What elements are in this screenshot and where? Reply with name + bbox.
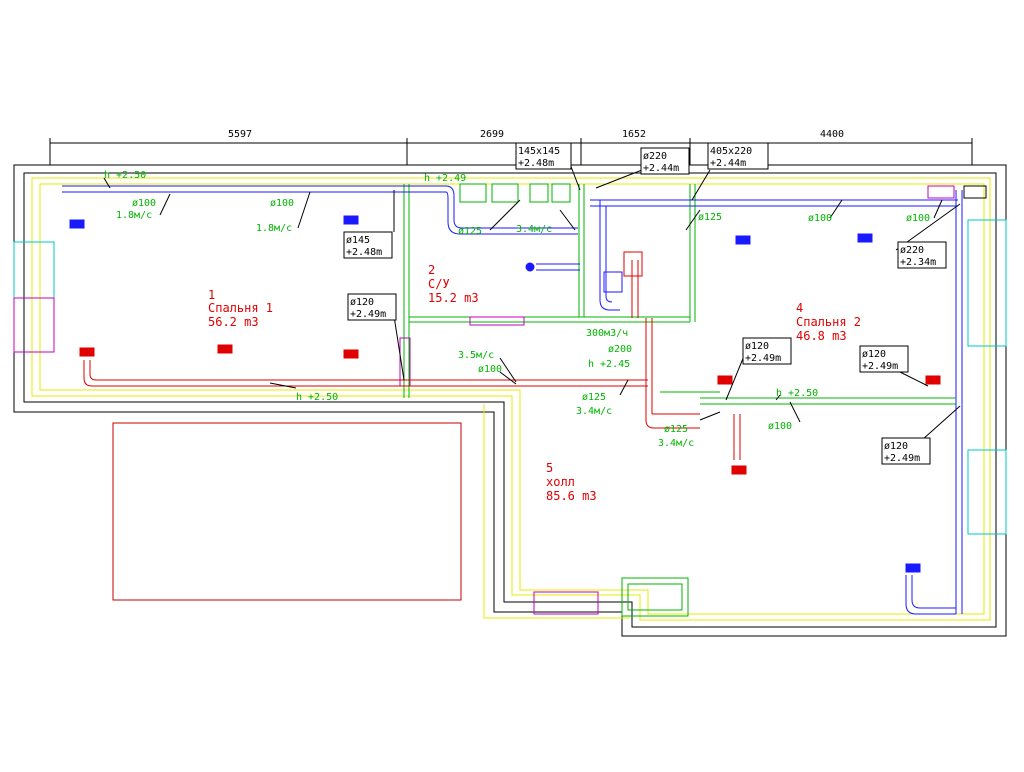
box-1-line-2: +2.48m	[518, 158, 554, 169]
duct-label: 3.4м/с	[576, 406, 612, 417]
room-4-volume: 46.8 m3	[796, 329, 847, 343]
duct-label: 1.8м/с	[116, 210, 152, 221]
box-5-line-2: +2.49m	[350, 309, 386, 320]
duct-label: h +2.50	[104, 170, 146, 181]
box-5-line-1: ø120	[350, 297, 374, 308]
room-1-name: Спальня 1	[208, 301, 273, 315]
leader-lines	[103, 163, 961, 441]
duct-label: ø100	[808, 213, 832, 224]
box-8-line-1: ø120	[862, 349, 886, 360]
room-1-number: 1	[208, 288, 215, 302]
furniture-outline	[112, 422, 462, 601]
supply-ducts	[62, 185, 963, 615]
air-handling-unit	[603, 185, 987, 293]
box-2-line-2: +2.44m	[643, 163, 679, 174]
dimension-2: 2699	[480, 129, 504, 140]
duct-label: 3.4м/с	[516, 224, 552, 235]
duct-label: ø125	[458, 226, 482, 237]
supply-diffusers	[69, 215, 921, 573]
room-2-number: 2	[428, 263, 435, 277]
duct-label: h +2.50	[296, 392, 338, 403]
duct-label: ø125	[582, 392, 606, 403]
duct-label: h +2.50	[776, 388, 818, 399]
room-2-volume: 15.2 m3	[428, 291, 479, 305]
room-labels: 1 Спальня 1 56.2 m3 2 С/У 15.2 m3 4 Спал…	[208, 263, 861, 503]
box-8-line-2: +2.49m	[862, 361, 898, 372]
duct-label: h +2.49	[424, 173, 466, 184]
duct-label: 3.4м/с	[658, 438, 694, 449]
box-9-line-2: +2.49m	[884, 453, 920, 464]
box-4-line-2: +2.48m	[346, 247, 382, 258]
exhaust-ducts	[83, 260, 741, 460]
duct-labels: h +2.50 ø100 1.8м/с ø100 1.8м/с h +2.49 …	[104, 170, 930, 449]
duct-label: h +2.45	[588, 359, 630, 370]
doors	[13, 297, 599, 615]
room-4-name: Спальня 2	[796, 315, 861, 329]
box-9-line-1: ø120	[884, 441, 908, 452]
duct-label: ø125	[664, 424, 688, 435]
box-6-line-1: ø220	[900, 245, 924, 256]
box-1-line-1: 145x145	[518, 146, 560, 157]
duct-label: 300м3/ч	[586, 328, 628, 339]
duct-label: ø100	[478, 364, 502, 375]
duct-label: ø125	[698, 212, 722, 223]
box-3-line-2: +2.44m	[710, 158, 746, 169]
box-3-line-1: 405x220	[710, 146, 752, 157]
duct-label: ø100	[906, 213, 930, 224]
dimension-1: 5597	[228, 129, 252, 140]
room-2-name: С/У	[428, 277, 450, 291]
box-6-line-2: +2.34m	[900, 257, 936, 268]
room-4-number: 4	[796, 301, 803, 315]
duct-label: ø100	[768, 421, 792, 432]
boxed-label-group	[343, 142, 947, 465]
box-7-line-2: +2.49m	[745, 353, 781, 364]
partitions	[403, 184, 696, 617]
room-1-volume: 56.2 m3	[208, 315, 259, 329]
dimension-4: 4400	[820, 129, 844, 140]
dimension-line	[49, 138, 973, 165]
exhaust-ducts-green	[660, 391, 956, 405]
box-4-line-1: ø145	[346, 235, 370, 246]
duct-label: 3.5м/с	[458, 350, 494, 361]
box-2-line-1: ø220	[643, 151, 667, 162]
insulation-lines	[31, 177, 991, 621]
room-5-name: холл	[546, 475, 575, 489]
room-5-number: 5	[546, 461, 553, 475]
dimension-3: 1652	[622, 129, 646, 140]
boxed-label-texts: 145x145 +2.48m ø220 +2.44m 405x220 +2.44…	[346, 146, 936, 464]
duct-label: 1.8м/с	[256, 223, 292, 234]
duct-label: ø100	[132, 198, 156, 209]
duct-label: ø200	[608, 344, 632, 355]
vent-grilles-top	[459, 183, 571, 203]
windows	[13, 219, 1007, 535]
exhaust-diffusers	[79, 344, 941, 475]
duct-label: ø100	[270, 198, 294, 209]
walls	[13, 164, 1007, 637]
room-5-volume: 85.6 m3	[546, 489, 597, 503]
box-7-line-1: ø120	[745, 341, 769, 352]
